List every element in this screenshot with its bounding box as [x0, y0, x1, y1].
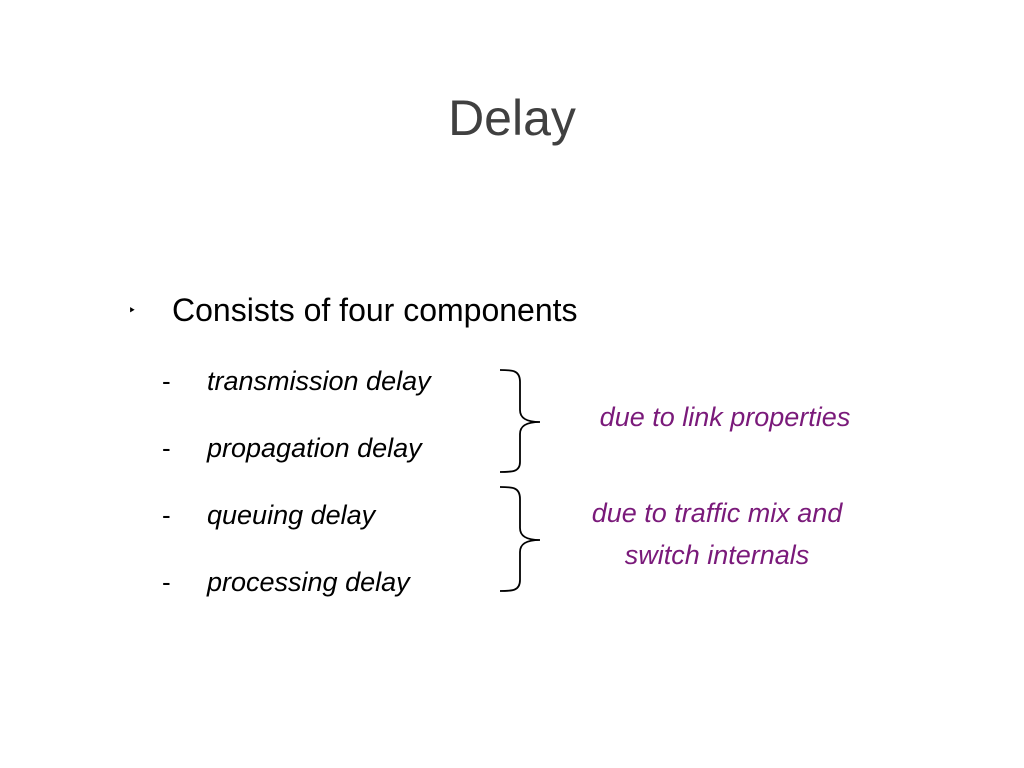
annotation-traffic-line2: switch internals: [624, 540, 810, 570]
brace-link-icon: [499, 369, 541, 473]
bullet-text: Consists of four components: [172, 292, 578, 328]
dash-marker: -: [162, 366, 171, 396]
slide-title: Delay: [448, 90, 576, 146]
list-item-propagation: - propagation delay: [162, 430, 422, 466]
main-bullet: ‣ Consists of four components: [128, 288, 578, 332]
dash-marker: -: [162, 500, 171, 530]
list-item-queuing: - queuing delay: [162, 497, 375, 533]
list-item-processing: - processing delay: [162, 564, 410, 600]
dash-marker: -: [162, 567, 171, 597]
annotation-link-properties: due to link properties: [599, 402, 851, 432]
item-label: queuing delay: [207, 500, 376, 530]
list-item-transmission: - transmission delay: [162, 363, 431, 399]
bullet-triangle-icon: ‣: [128, 302, 137, 318]
annotation-traffic-line1: due to traffic mix and: [591, 498, 843, 528]
item-label: processing delay: [207, 567, 410, 597]
brace-traffic-icon: [499, 486, 541, 592]
item-label: propagation delay: [207, 433, 422, 463]
dash-marker: -: [162, 433, 171, 463]
item-label: transmission delay: [207, 366, 431, 396]
